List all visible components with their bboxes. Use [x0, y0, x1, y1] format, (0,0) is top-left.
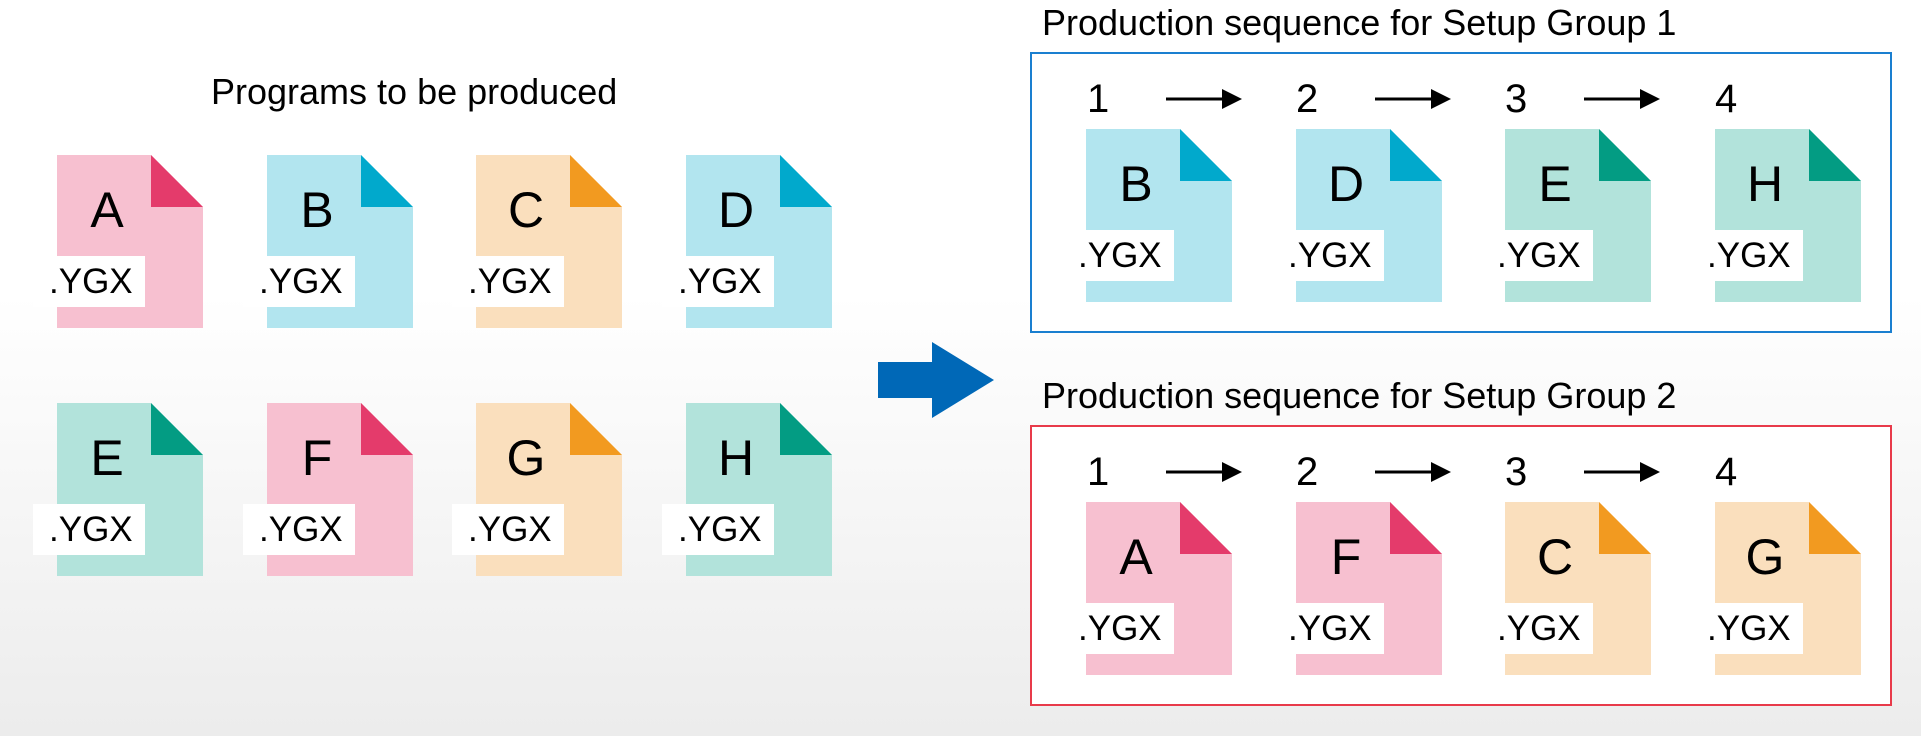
program-file-icon: G .YGX	[452, 403, 622, 576]
file-extension-label: .YGX	[1481, 603, 1593, 654]
sequence-arrow-icon	[1584, 462, 1660, 482]
program-file-icon: E .YGX	[1481, 129, 1651, 302]
program-letter: G	[1745, 529, 1785, 585]
program-letter: D	[717, 182, 755, 238]
file-extension-label: .YGX	[452, 256, 564, 307]
programs-title: Programs to be produced	[211, 71, 618, 112]
program-letter: E	[1538, 156, 1572, 212]
program-file-icon: F .YGX	[243, 403, 413, 576]
program-letter: F	[301, 430, 333, 486]
file-extension-label: .YGX	[1691, 230, 1803, 281]
step-number: 1	[1087, 77, 1110, 121]
group-2-title: Production sequence for Setup Group 2	[1042, 375, 1677, 416]
program-letter: B	[300, 182, 334, 238]
file-extension-label: .YGX	[243, 256, 355, 307]
program-file-icon: A .YGX	[1062, 502, 1232, 675]
file-extension-label: .YGX	[1062, 603, 1174, 654]
program-file-icon: F .YGX	[1272, 502, 1442, 675]
file-extension-label: .YGX	[1481, 230, 1593, 281]
program-letter: G	[506, 430, 546, 486]
program-letter: C	[507, 182, 545, 238]
step-number: 4	[1715, 450, 1738, 494]
step-number: 1	[1087, 450, 1110, 494]
program-letter: F	[1330, 529, 1362, 585]
sequence-arrow-icon	[1166, 89, 1242, 109]
sequence-arrow-icon	[1166, 462, 1242, 482]
program-letter: C	[1536, 529, 1574, 585]
sequence-arrow-icon	[1375, 89, 1451, 109]
program-letter: A	[90, 182, 124, 238]
program-file-icon: E .YGX	[33, 403, 203, 576]
file-extension-label: .YGX	[1691, 603, 1803, 654]
file-extension-label: .YGX	[452, 504, 564, 555]
step-number: 2	[1296, 450, 1319, 494]
right-arrow-icon	[878, 342, 994, 418]
step-number: 2	[1296, 77, 1319, 121]
file-extension-label: .YGX	[662, 504, 774, 555]
program-file-icon: A .YGX	[33, 155, 203, 328]
step-number: 3	[1505, 450, 1528, 494]
file-extension-label: .YGX	[1272, 603, 1384, 654]
file-extension-label: .YGX	[33, 256, 145, 307]
file-extension-label: .YGX	[1062, 230, 1174, 281]
program-letter: B	[1119, 156, 1153, 212]
program-file-icon: C .YGX	[452, 155, 622, 328]
program-file-icon: H .YGX	[1691, 129, 1861, 302]
program-file-icon: B .YGX	[243, 155, 413, 328]
program-letter: A	[1119, 529, 1153, 585]
program-file-icon: C .YGX	[1481, 502, 1651, 675]
step-number: 3	[1505, 77, 1528, 121]
file-extension-label: .YGX	[1272, 230, 1384, 281]
sequence-arrow-icon	[1584, 89, 1660, 109]
sequence-arrow-icon	[1375, 462, 1451, 482]
program-file-icon: H .YGX	[662, 403, 832, 576]
step-number: 4	[1715, 77, 1738, 121]
file-extension-label: .YGX	[33, 504, 145, 555]
program-file-icon: D .YGX	[1272, 129, 1442, 302]
program-letter: H	[1746, 156, 1784, 212]
program-letter: E	[90, 430, 124, 486]
program-file-icon: B .YGX	[1062, 129, 1232, 302]
program-letter: H	[717, 430, 755, 486]
group-1-title: Production sequence for Setup Group 1	[1042, 2, 1677, 43]
program-file-icon: G .YGX	[1691, 502, 1861, 675]
file-extension-label: .YGX	[662, 256, 774, 307]
file-extension-label: .YGX	[243, 504, 355, 555]
program-letter: D	[1327, 156, 1365, 212]
program-file-icon: D .YGX	[662, 155, 832, 328]
